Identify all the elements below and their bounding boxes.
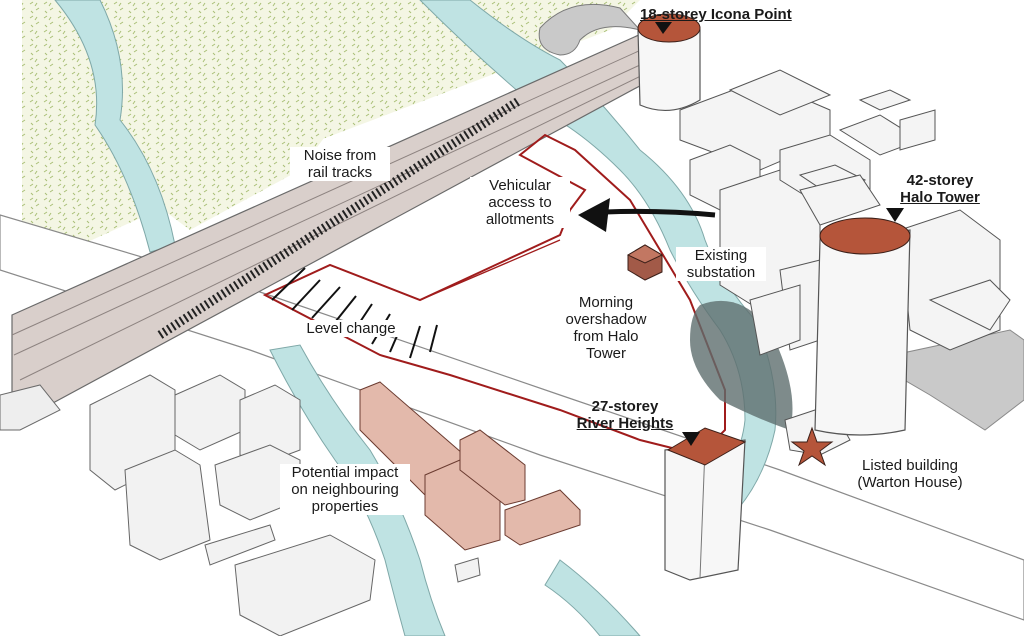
access-arrow xyxy=(604,208,716,218)
river-bottom xyxy=(544,559,641,636)
rail-bridge-end xyxy=(0,384,61,431)
label-icona-point: 18-storey Icona Point xyxy=(640,6,792,23)
substation xyxy=(626,244,664,281)
site-inner-line xyxy=(329,239,561,301)
site-boundary xyxy=(262,133,726,457)
heritage-blocks xyxy=(359,381,581,551)
roundabout xyxy=(538,3,642,56)
label-vehicular-access: Vehicular access to allotments xyxy=(470,177,570,228)
river-heights-pointer xyxy=(682,432,700,446)
halo-tower xyxy=(814,217,911,436)
halo-pointer xyxy=(886,208,904,222)
label-level-change: Level change xyxy=(296,320,406,337)
icona-point-tower xyxy=(637,13,701,112)
label-substation: Existing substation xyxy=(676,247,766,281)
field-area-2 xyxy=(150,130,330,230)
label-noise-rail: Noise from rail tracks xyxy=(290,147,390,181)
listed-building-star xyxy=(790,426,834,467)
label-halo-tower: 42-storey Halo Tower xyxy=(900,172,980,206)
road-right xyxy=(868,329,1024,431)
rail-track xyxy=(157,96,523,339)
buildings-left xyxy=(89,374,481,636)
label-river-heights: 27-storey River Heights xyxy=(576,398,674,432)
label-listed-building: Listed building (Warton House) xyxy=(840,457,980,491)
river-heights-tower xyxy=(664,427,747,581)
label-morning-overshadow: Morning overshadow from Halo Tower xyxy=(565,294,647,362)
icona-pointer xyxy=(655,22,672,34)
access-arrow-head xyxy=(578,198,610,232)
label-potential-impact: Potential impact on neighbouring propert… xyxy=(280,464,410,515)
